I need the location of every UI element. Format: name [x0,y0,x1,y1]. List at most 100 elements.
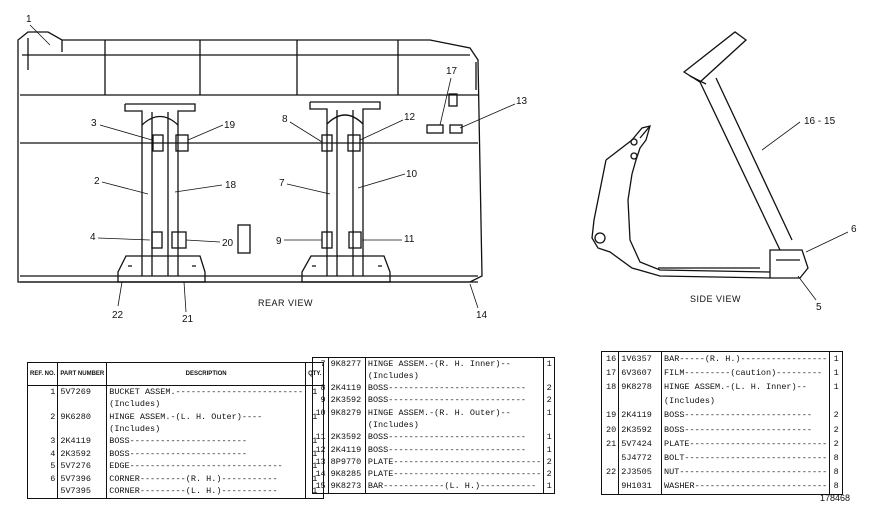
part-number-cell [618,394,663,409]
description-cell: HINGE ASSEM.-(L. H. Outer)---- [106,410,307,424]
header-ref: REF. NO. [27,362,59,386]
qty-cell [544,419,555,431]
part-number-cell: 2K3592 [618,422,663,438]
callout-5: 5 [816,302,822,313]
drawing-number: 178468 [820,493,851,503]
qty-cell: 1 [833,367,839,378]
ref-cell: 8 [312,382,329,395]
callout-11: 11 [404,234,415,245]
part-number-cell: 2K3592 [328,431,366,444]
description-cell: WASHER-------------------------- [661,479,831,495]
qty-cell: 8 [833,467,839,478]
ref-cell [601,451,620,466]
qty-cell: 2 [833,438,839,449]
qty-cell: 2 [546,469,552,480]
part-number-cell: 9H1031 [618,479,663,495]
part-number-cell: 2K3592 [328,394,366,408]
qty-cell: 1 [546,444,552,455]
callout-14: 14 [476,310,488,321]
ref-cell: 4 [27,448,59,461]
part-number-cell: 9K8285 [328,468,366,481]
part-number-cell: 1V6357 [618,351,663,367]
ref-cell [27,485,59,499]
ref-cell: 21 [601,437,620,452]
callout-6: 6 [851,224,857,235]
ref-cell [601,479,620,495]
ref-cell: 22 [601,465,620,480]
part-number-cell: 6V3607 [618,366,663,381]
ref-cell: 10 [312,407,329,420]
ref-cell: 18 [601,380,620,395]
qty-cell: 2 [546,383,552,394]
qty-cell: 1 [833,382,839,393]
description-cell: BAR-----(R. H.)----------------- [661,351,831,367]
callout-3: 3 [91,118,97,129]
part-number-cell [328,419,366,432]
part-number-cell: 5V7396 [57,473,108,486]
callout-19: 19 [224,120,236,131]
table-row: 5V7395 CORNER---------(L. H.)-----------… [27,485,324,499]
ref-cell: 2 [27,410,59,424]
description-cell: EDGE------------------------------ [106,460,307,474]
ref-cell: 1 [27,385,59,399]
description-cell: BOSS--------------------------- [365,382,545,395]
callout-12: 12 [404,112,416,123]
description-cell: PLATE----------------------------- [365,468,545,481]
qty-cell: 1 [546,407,552,418]
qty-cell: 8 [833,452,839,463]
part-number-cell: 9K8279 [328,407,366,420]
description-cell: BOSS----------------------- [106,435,307,449]
description-cell: BOLT---------------------------- [661,451,831,466]
table-row: (Includes) [27,398,324,411]
part-number-cell: 5V7269 [57,385,108,399]
description-cell: BAR------------(L. H.)----------- [365,480,545,494]
ref-cell: 3 [27,435,59,449]
qty-cell: 2 [546,456,552,467]
qty-cell: 2 [833,424,839,435]
part-number-cell: 2K4119 [57,435,108,449]
part-number-cell: 9K8277 [328,357,366,371]
part-number-cell [57,423,108,436]
description-cell: (Includes) [661,394,831,409]
header-part-number: PART NUMBER [57,362,108,386]
part-number-cell [328,370,366,383]
callout-2: 2 [94,176,100,187]
ref-cell: 13 [312,456,329,469]
description-cell: BOSS--------------------------- [365,443,545,457]
part-number-cell: 9K8278 [618,380,663,395]
ref-cell: 19 [601,408,620,423]
callout-13: 13 [516,96,528,107]
description-cell: BOSS------------------------- [661,408,831,423]
part-number-cell [57,398,108,411]
callout-21: 21 [182,314,194,325]
ref-cell: 9 [312,394,329,408]
ref-cell [312,370,329,383]
callout-9: 9 [276,236,282,247]
description-cell: BOSS--------------------------- [365,394,545,408]
description-cell: NUT----------------------------- [661,465,831,480]
callout-10: 10 [406,169,418,180]
description-cell: BOSS------------------------- [661,422,831,438]
callout-16-15: 16 - 15 [804,116,836,127]
rear-view [17,31,483,283]
